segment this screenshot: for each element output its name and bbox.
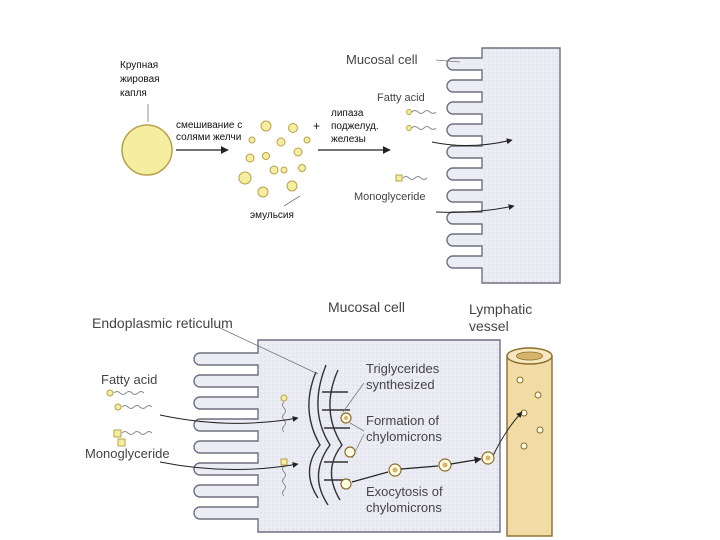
- top-entry-arrow-2: [435, 204, 515, 213]
- lymphatic-vessel: [506, 355, 553, 537]
- chylomicron-transport-arrow: [351, 459, 481, 483]
- bottom-monoglycerides: [113, 429, 153, 447]
- mixing-label: смешивание с солями желчи: [176, 120, 245, 143]
- lymphatic-vessel-label: Lymphatic vessel: [469, 301, 536, 334]
- top-panel: Крупная жировая капля смешивание с солям…: [120, 47, 561, 284]
- endoplasmic-reticulum: [308, 364, 350, 506]
- formation-label: Formation of chylomicrons: [366, 413, 443, 444]
- lymph-entry-arrow: [491, 411, 523, 459]
- top-monoglycerides: [395, 174, 428, 182]
- top-fatty-acid-label: Fatty acid: [377, 92, 425, 104]
- er-label: Endoplasmic reticulum: [92, 315, 233, 331]
- bottom-entry-arrow-2: [159, 461, 299, 470]
- large-drop-label: Крупная жировая капля: [120, 60, 162, 99]
- bottom-fatty-acids: [106, 389, 153, 411]
- bottom-entry-arrow-1: [159, 414, 299, 424]
- top-entry-arrow-1: [431, 138, 513, 147]
- bottom-fatty-acid-label: Fatty acid: [101, 372, 157, 387]
- bottom-mucosal-cell-label: Mucosal cell: [328, 299, 405, 315]
- exocytosis-label: Exocytosis of chylomicrons: [366, 484, 446, 515]
- bottom-panel: Endoplasmic reticulum Mucosal cell Lymph…: [85, 299, 553, 537]
- top-monoglyceride-label: Monoglyceride: [354, 191, 426, 203]
- triglycerides-label: Triglycerides synthesized: [366, 361, 443, 392]
- bottom-monoglyceride-label: Monoglyceride: [85, 446, 170, 461]
- lipase-plus: +: [313, 119, 320, 133]
- top-fatty-acids: [406, 109, 437, 131]
- lipase-label: липаза поджелуд. железы: [331, 108, 381, 145]
- top-mucosal-cell-label: Mucosal cell: [346, 52, 418, 67]
- emulsion-label: эмульсия: [250, 210, 294, 221]
- emulsion-droplets: [238, 120, 311, 198]
- large-fat-droplet: [121, 124, 173, 176]
